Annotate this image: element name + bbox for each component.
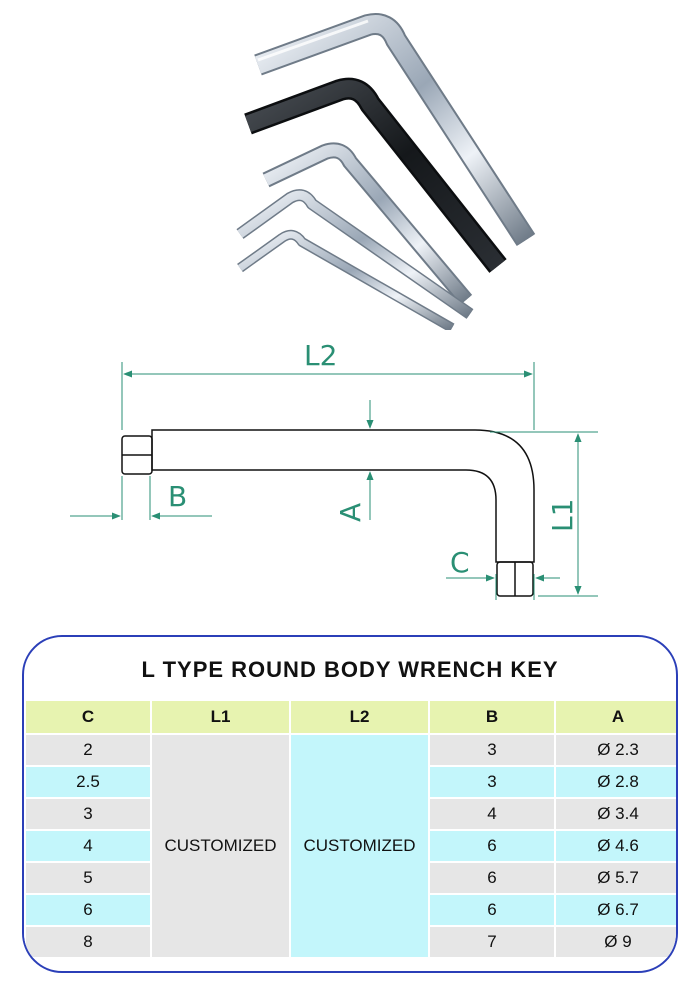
header-c: C (24, 699, 152, 735)
cell-a: Ø 5.7 (554, 861, 676, 895)
cell-a: Ø 3.4 (554, 797, 676, 831)
header-b: B (428, 699, 556, 735)
b-label: B (168, 480, 187, 513)
cell-b: 6 (428, 829, 556, 863)
cell-c: 6 (24, 893, 152, 927)
product-photo (236, 13, 536, 330)
header-l2: L2 (289, 699, 430, 735)
table-row: 5 6 Ø 5.7 (24, 861, 676, 895)
cell-a: Ø 9 (554, 925, 676, 959)
wrench-key-small (236, 189, 474, 319)
wrench-key-black (244, 77, 507, 273)
cell-a: Ø 2.3 (554, 733, 676, 767)
wrench-outline (121, 429, 535, 597)
a-label: A (334, 503, 367, 522)
cell-a: Ø 2.8 (554, 765, 676, 799)
cell-c: 4 (24, 829, 152, 863)
table-header-row: C L1 L2 B A (24, 699, 676, 735)
table-row: 2.5 3 Ø 2.8 (24, 765, 676, 799)
wrench-key-smallest (237, 229, 455, 330)
table-row: 2 CUSTOMIZED CUSTOMIZED 3 Ø 2.3 (24, 733, 676, 959)
cell-b: 4 (428, 797, 556, 831)
table-title: L TYPE ROUND BODY WRENCH KEY (141, 657, 559, 682)
cell-c: 2 (24, 733, 152, 767)
table-row: 8 7 Ø 9 (24, 925, 676, 959)
table-row: 6 6 Ø 6.7 (24, 893, 676, 927)
cell-l2-merged: CUSTOMIZED (289, 733, 430, 959)
cell-c: 8 (24, 925, 152, 959)
c-label: C (450, 546, 470, 579)
cell-l1-merged: CUSTOMIZED (150, 733, 291, 959)
spec-table-panel: L TYPE ROUND BODY WRENCH KEY C L1 L2 B A… (22, 635, 678, 973)
header-l1: L1 (150, 699, 291, 735)
table-row: 3 4 Ø 3.4 (24, 797, 676, 831)
cell-b: 3 (428, 765, 556, 799)
l1-label: L1 (546, 499, 579, 532)
cell-a: Ø 4.6 (554, 829, 676, 863)
wrench-key-large (254, 13, 536, 246)
wrench-key-medium (262, 142, 473, 306)
spec-table: C L1 L2 B A 2 CUSTOMIZED CUSTOMIZED 3 Ø … (24, 699, 676, 959)
table-row: 4 6 Ø 4.6 (24, 829, 676, 863)
cell-b: 6 (428, 861, 556, 895)
cell-c: 2.5 (24, 765, 152, 799)
cell-b: 7 (428, 925, 556, 959)
cell-b: 6 (428, 893, 556, 927)
header-a: A (554, 699, 676, 735)
dimension-drawing: L2 A B L1 C (70, 339, 598, 600)
cell-a: Ø 6.7 (554, 893, 676, 927)
l2-label: L2 (304, 339, 337, 372)
cell-c: 3 (24, 797, 152, 831)
cell-c: 5 (24, 861, 152, 895)
cell-b: 3 (428, 733, 556, 767)
